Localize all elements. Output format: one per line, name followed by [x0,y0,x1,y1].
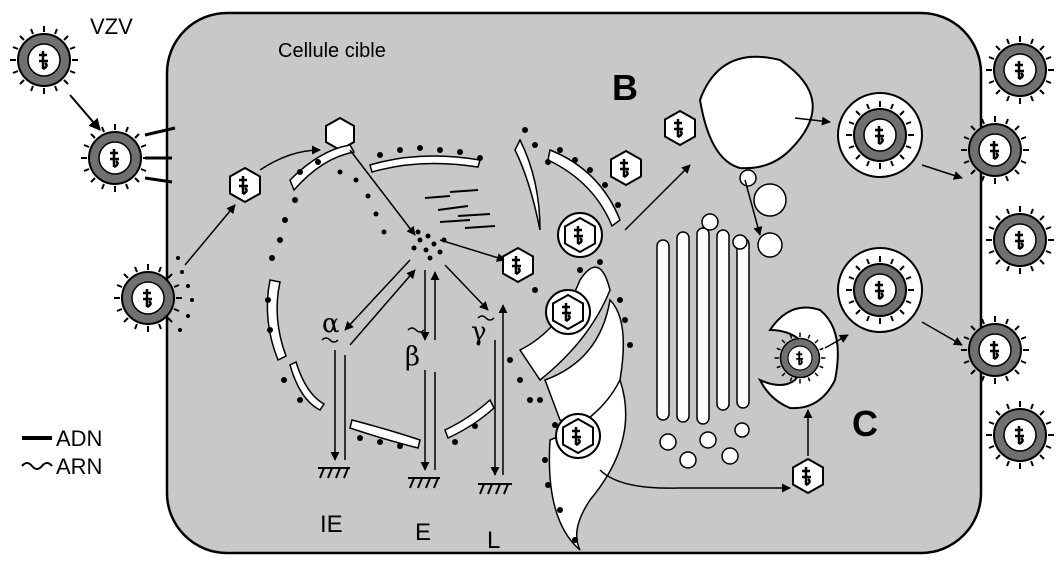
e-label: E [415,519,431,546]
ie-label: IE [320,511,343,538]
released-virion-4 [961,316,1029,384]
gamma-label: γ [471,317,487,347]
alpha-label: α [322,309,340,339]
budding-vesicle [754,184,786,216]
golgi-virion [775,333,826,384]
zone-c-label: C [852,403,878,444]
fusing-virion [114,264,182,332]
released-virion-2 [961,116,1029,184]
zone-b-label: B [612,67,638,108]
rna-legend-label: ARN [56,454,102,479]
free-virion [10,26,78,94]
cell-label: Cellule cible [278,40,386,62]
er-capsid-middle [546,290,590,334]
cytoplasmic-capsid [611,151,641,185]
entry-arrow [70,95,100,130]
rna-legend-symbol [22,463,52,469]
pathway-c-capsid [793,459,823,493]
legend: ADN ARN [22,426,102,479]
beta-label: β [405,342,420,372]
virus-label: VZV [90,14,133,39]
released-virion-5 [986,401,1054,469]
l-label: L [487,527,500,554]
dna-legend-label: ADN [56,426,102,451]
nuclear-capsid [503,248,533,282]
released-virion-1 [986,36,1054,104]
released-capsid [230,168,260,202]
pathway-b-capsid [665,111,695,145]
attaching-virion [81,124,149,192]
released-virion-3 [986,206,1054,274]
vesicle-lower [838,248,922,332]
vesicle-upper [838,93,922,177]
er-capsid-bottom [556,414,600,458]
er-capsid-top [558,213,602,257]
